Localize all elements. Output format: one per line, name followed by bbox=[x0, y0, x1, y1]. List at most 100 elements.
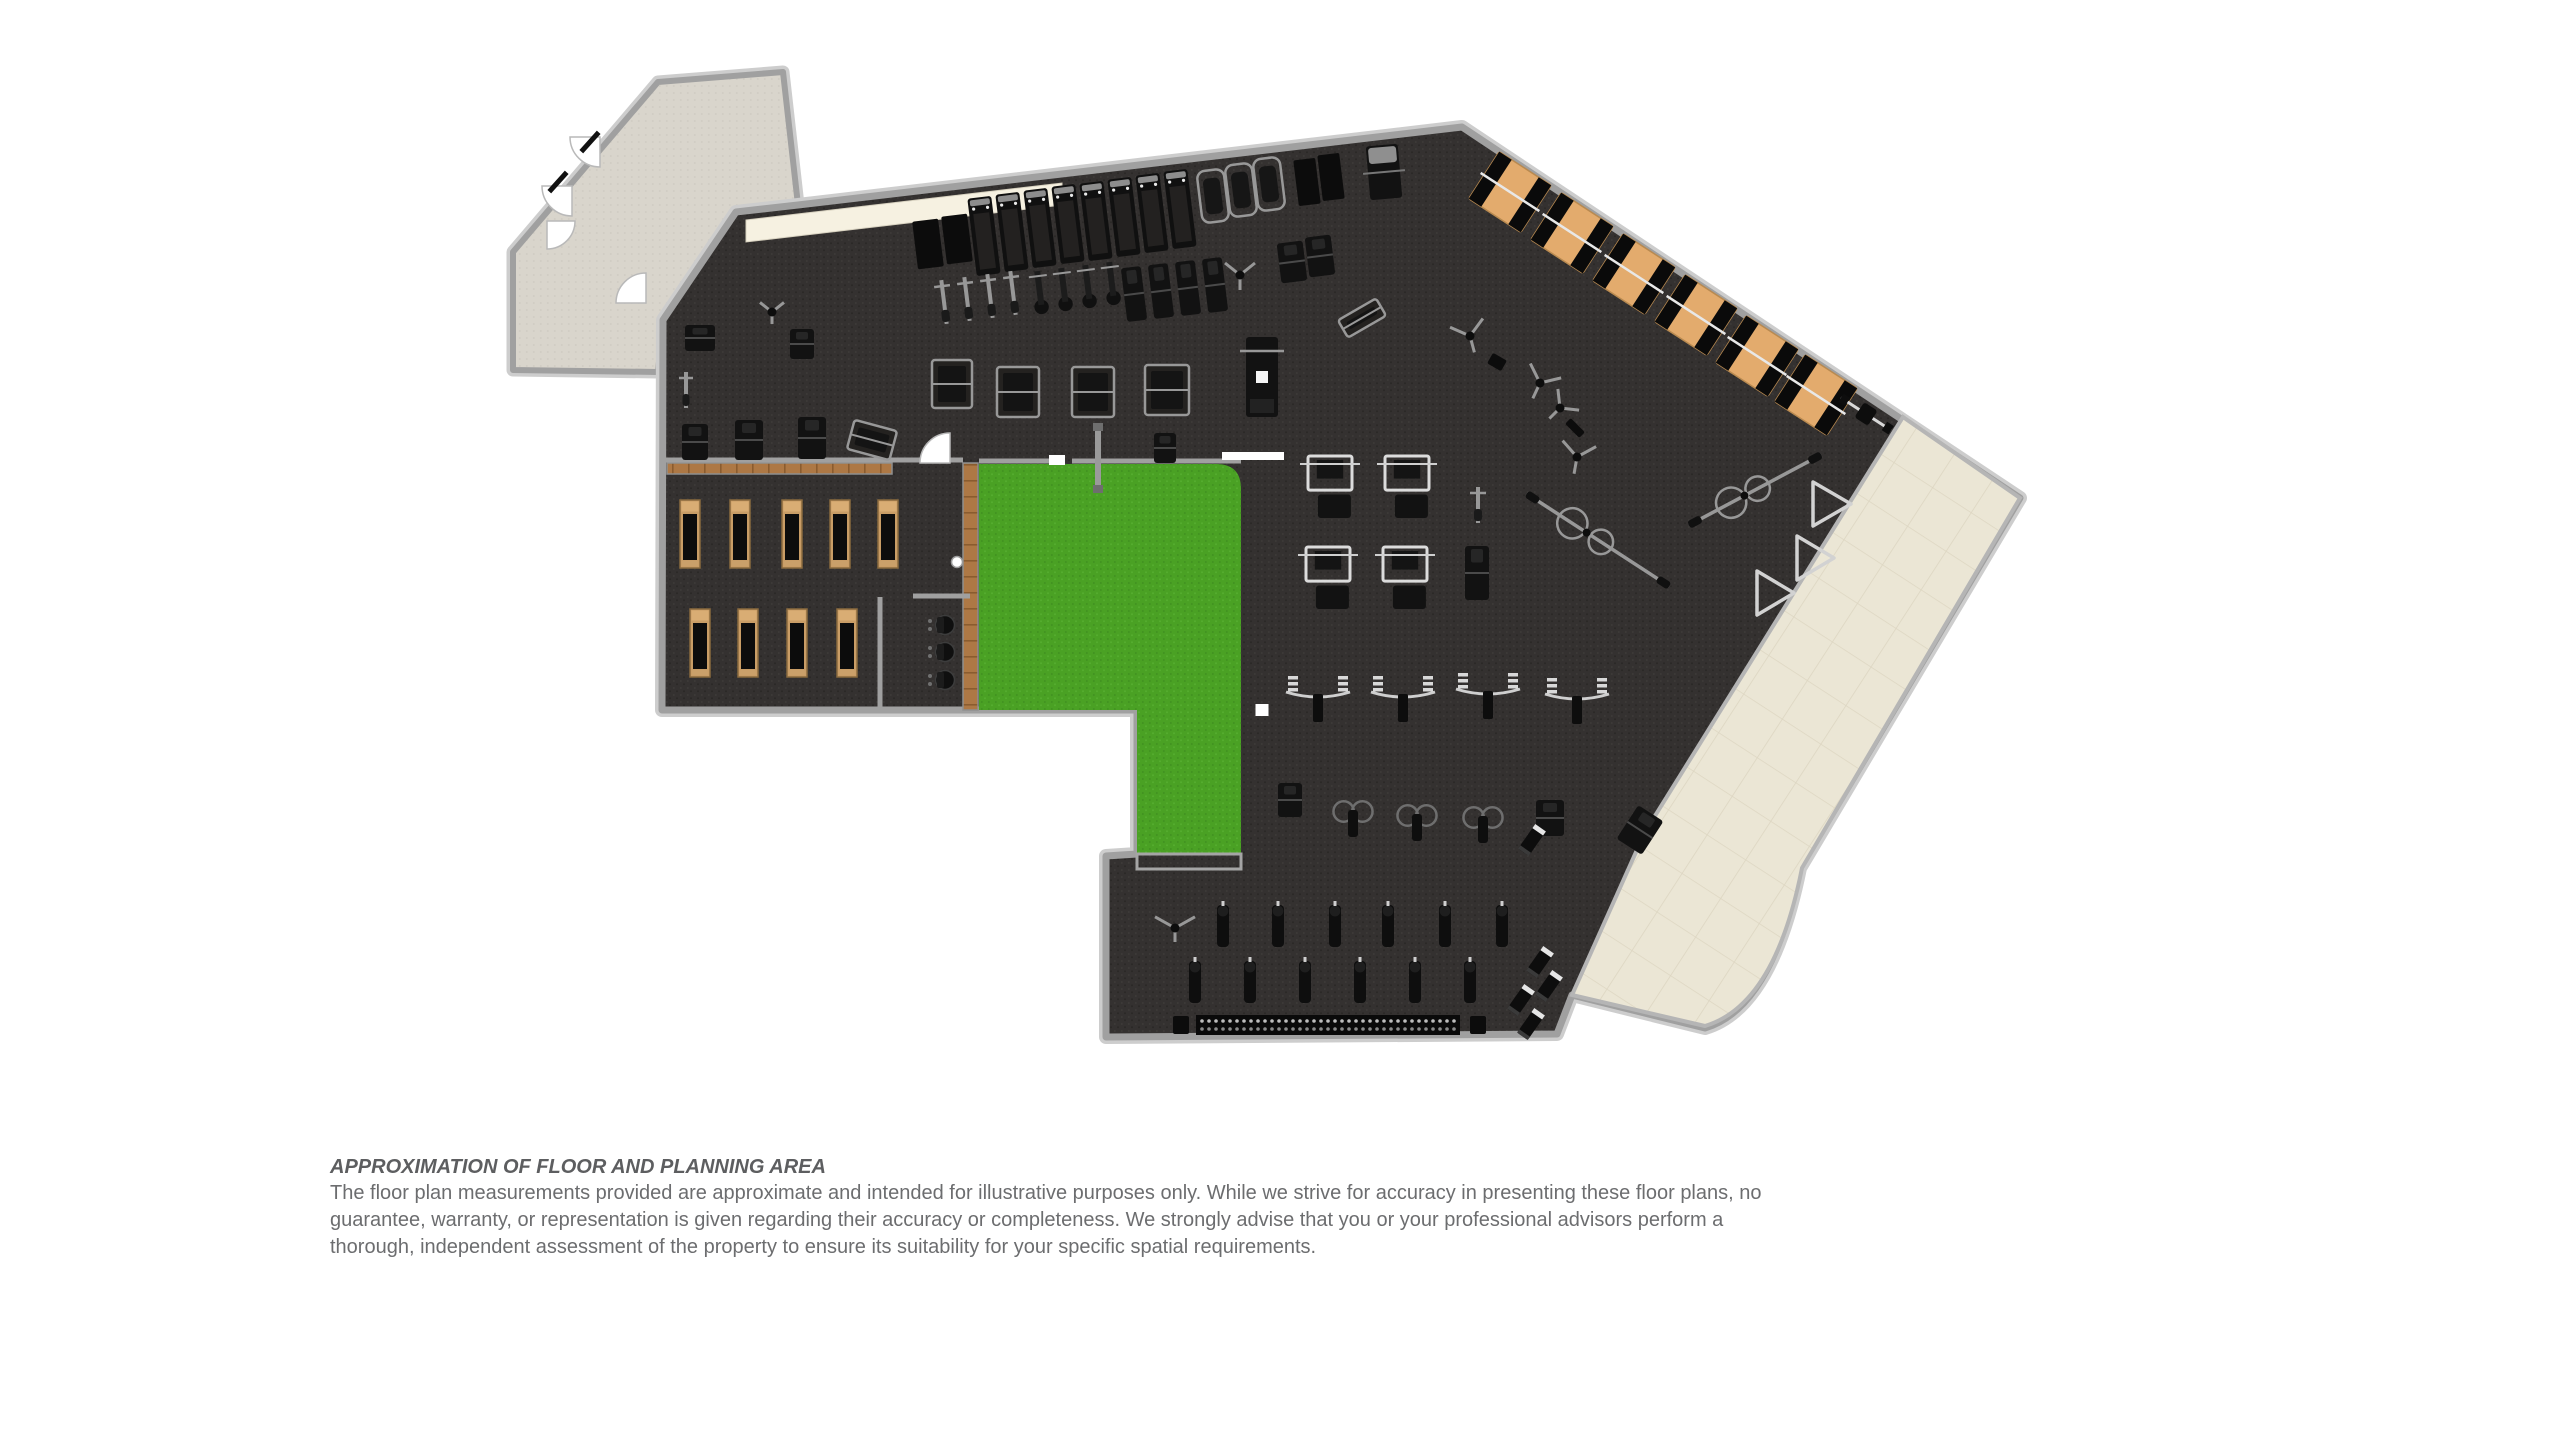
strength-machine-icon bbox=[1175, 260, 1201, 316]
strength-machine-icon bbox=[682, 424, 708, 460]
strength-machine-icon bbox=[1337, 298, 1387, 338]
disclaimer-title: APPROXIMATION OF FLOOR AND PLANNING AREA bbox=[330, 1156, 826, 1178]
floor-mat-icon bbox=[1565, 418, 1585, 438]
strength-machine-icon bbox=[1536, 800, 1564, 836]
lifting-platform-icon bbox=[1468, 151, 1552, 233]
door-marker bbox=[1255, 704, 1269, 716]
door-swing-icon bbox=[615, 272, 647, 304]
pilates-reformer-icon bbox=[829, 499, 851, 569]
flat-bench-icon bbox=[1299, 957, 1311, 1003]
lifting-platform-icon bbox=[1592, 233, 1676, 315]
strength-machine-icon bbox=[1617, 806, 1663, 854]
flat-bench-icon bbox=[1217, 901, 1229, 947]
flat-bench-icon bbox=[1439, 901, 1451, 947]
strength-machine-icon bbox=[798, 417, 826, 459]
cable-machine-icon bbox=[1528, 362, 1562, 400]
treadmill-icon bbox=[1051, 184, 1085, 264]
door-jamb-icon bbox=[579, 130, 601, 154]
cable-machine-icon bbox=[1561, 439, 1597, 475]
strength-machine-icon bbox=[1305, 234, 1335, 278]
strength-machine-icon bbox=[1121, 266, 1147, 322]
flat-bench-icon bbox=[1496, 901, 1508, 947]
strength-machine-icon bbox=[930, 358, 974, 410]
plyo-triangle-icon bbox=[1795, 534, 1836, 582]
strength-machine-icon bbox=[1202, 257, 1228, 313]
squat-rack-icon bbox=[1377, 454, 1437, 518]
exercise-bike-icon bbox=[956, 276, 974, 322]
cardio-machine-icon bbox=[1362, 143, 1406, 201]
floor-mat-icon bbox=[1317, 153, 1345, 201]
cable-crossover-icon bbox=[1525, 491, 1671, 589]
door-jamb-icon bbox=[547, 170, 569, 194]
cable-machine-icon bbox=[1449, 317, 1485, 353]
floor-mat-icon bbox=[1487, 353, 1507, 371]
door-swing-icon bbox=[541, 185, 573, 217]
disclaimer-line: The floor plan measurements provided are… bbox=[330, 1182, 1762, 1204]
strength-machine-icon bbox=[1148, 263, 1174, 319]
cable-machine-icon bbox=[1224, 261, 1256, 290]
toilet-icon bbox=[928, 614, 956, 636]
flat-bench-icon bbox=[1329, 901, 1341, 947]
flat-bench-icon bbox=[1382, 901, 1394, 947]
treadmill-icon bbox=[995, 192, 1029, 272]
plyo-triangle-icon bbox=[1755, 569, 1796, 617]
exercise-bike-icon bbox=[1470, 487, 1486, 523]
door-marker bbox=[1049, 455, 1065, 465]
strength-machine-icon bbox=[1278, 783, 1302, 817]
lifting-platform-icon bbox=[1530, 192, 1614, 274]
exercise-bike-icon bbox=[1002, 270, 1020, 316]
pilates-reformer-icon bbox=[877, 499, 899, 569]
strength-machine-icon bbox=[1465, 546, 1489, 600]
pilates-reformer-icon bbox=[689, 608, 711, 678]
disclaimer-body: The floor plan measurements provided are… bbox=[330, 1180, 1970, 1261]
door-swing-icon bbox=[569, 136, 601, 168]
strength-machine-icon bbox=[790, 329, 814, 359]
lifting-platform-icon bbox=[1715, 315, 1799, 397]
barbell-icon bbox=[1093, 423, 1103, 493]
squat-rack-icon bbox=[1298, 545, 1358, 609]
floor-mat-icon bbox=[1470, 1016, 1486, 1034]
dumbbell-rack-icon bbox=[1196, 1015, 1460, 1035]
adjustable-bench-icon bbox=[1517, 1007, 1545, 1041]
treadmill-icon bbox=[1023, 188, 1057, 268]
flat-bench-icon bbox=[1272, 901, 1284, 947]
pec-deck-icon bbox=[1462, 806, 1504, 843]
turf-edge-band bbox=[1135, 852, 1243, 871]
exercise-bike-icon bbox=[933, 279, 951, 325]
pec-deck-icon bbox=[1396, 804, 1438, 841]
lat-pulldown-icon bbox=[1370, 676, 1436, 722]
strength-machine-icon bbox=[846, 419, 898, 461]
treadmill-icon bbox=[967, 196, 1001, 276]
flat-bench-icon bbox=[1464, 957, 1476, 1003]
bench-press-icon bbox=[1838, 393, 1894, 435]
plyo-triangle-icon bbox=[1811, 480, 1853, 528]
wood-bench-strip bbox=[666, 462, 893, 475]
column bbox=[950, 555, 964, 569]
floor-mat-icon bbox=[941, 213, 973, 265]
floor-mat-icon bbox=[912, 218, 944, 270]
squat-rack-icon bbox=[1300, 454, 1360, 518]
wood-wall-strip bbox=[962, 462, 979, 711]
strength-machine-icon bbox=[1277, 240, 1307, 284]
spin-bike-icon bbox=[1028, 270, 1049, 315]
disclaimer-line: thorough, independent assessment of the … bbox=[330, 1236, 1317, 1258]
lat-pulldown-icon bbox=[1455, 673, 1521, 719]
lat-pulldown-icon bbox=[1285, 676, 1351, 722]
adjustable-bench-icon bbox=[1518, 823, 1546, 857]
lifting-platform-icon bbox=[1654, 274, 1738, 356]
elliptical-icon bbox=[1252, 156, 1286, 212]
spin-bike-icon bbox=[1052, 267, 1073, 312]
strength-machine-icon bbox=[1070, 365, 1116, 419]
door-swing-icon bbox=[546, 220, 576, 250]
strength-machine-icon bbox=[735, 420, 763, 460]
treadmill-icon bbox=[1135, 173, 1169, 253]
pilates-reformer-icon bbox=[836, 608, 858, 678]
spin-bike-icon bbox=[1100, 261, 1121, 306]
flat-bench-icon bbox=[1409, 957, 1421, 1003]
elliptical-icon bbox=[1196, 168, 1230, 224]
strength-machine-icon bbox=[685, 325, 715, 351]
cable-machine-icon bbox=[759, 301, 785, 324]
cable-crossover-icon bbox=[1687, 452, 1823, 528]
pilates-reformer-icon bbox=[737, 608, 759, 678]
